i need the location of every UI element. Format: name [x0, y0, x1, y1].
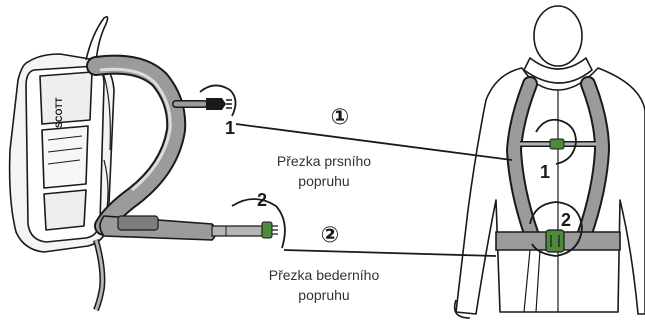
chest-connector-line [235, 123, 513, 161]
chest-buckle-icon [206, 98, 232, 110]
person-waist-buckle-icon [545, 229, 565, 253]
backpack-shoulder-strap [86, 54, 208, 236]
chest-label-line1: Přezka prsního [277, 153, 371, 169]
person-chest-buckle-icon [549, 138, 565, 150]
chest-callout-arc-left [199, 84, 237, 117]
chest-callout-number-right: 1 [540, 162, 550, 182]
chest-callout-circle-right [535, 118, 577, 165]
chest-label-line2: popruhu [298, 173, 349, 189]
waist-callout-arc-left [231, 198, 286, 249]
chest-callout-number-left: 1 [225, 118, 235, 138]
waist-callout-number-right: 2 [561, 210, 571, 230]
backpack-illustration [8, 16, 115, 253]
waist-callout-number-left: 2 [257, 190, 267, 210]
backpack-waist-belt [99, 215, 263, 241]
brand-logo-text: SCOTT [54, 97, 64, 128]
person-shoulder-straps [505, 76, 611, 244]
waist-buckle-icon [261, 221, 278, 239]
waist-label-line2: popruhu [298, 287, 349, 303]
waist-connector-line [283, 249, 497, 257]
waist-callout-number-circled: ② [321, 222, 340, 247]
waist-callout-circle-right [529, 201, 583, 257]
chest-callout-number-circled: ① [331, 104, 350, 129]
waist-label-line1: Přezka bederního [269, 267, 380, 283]
